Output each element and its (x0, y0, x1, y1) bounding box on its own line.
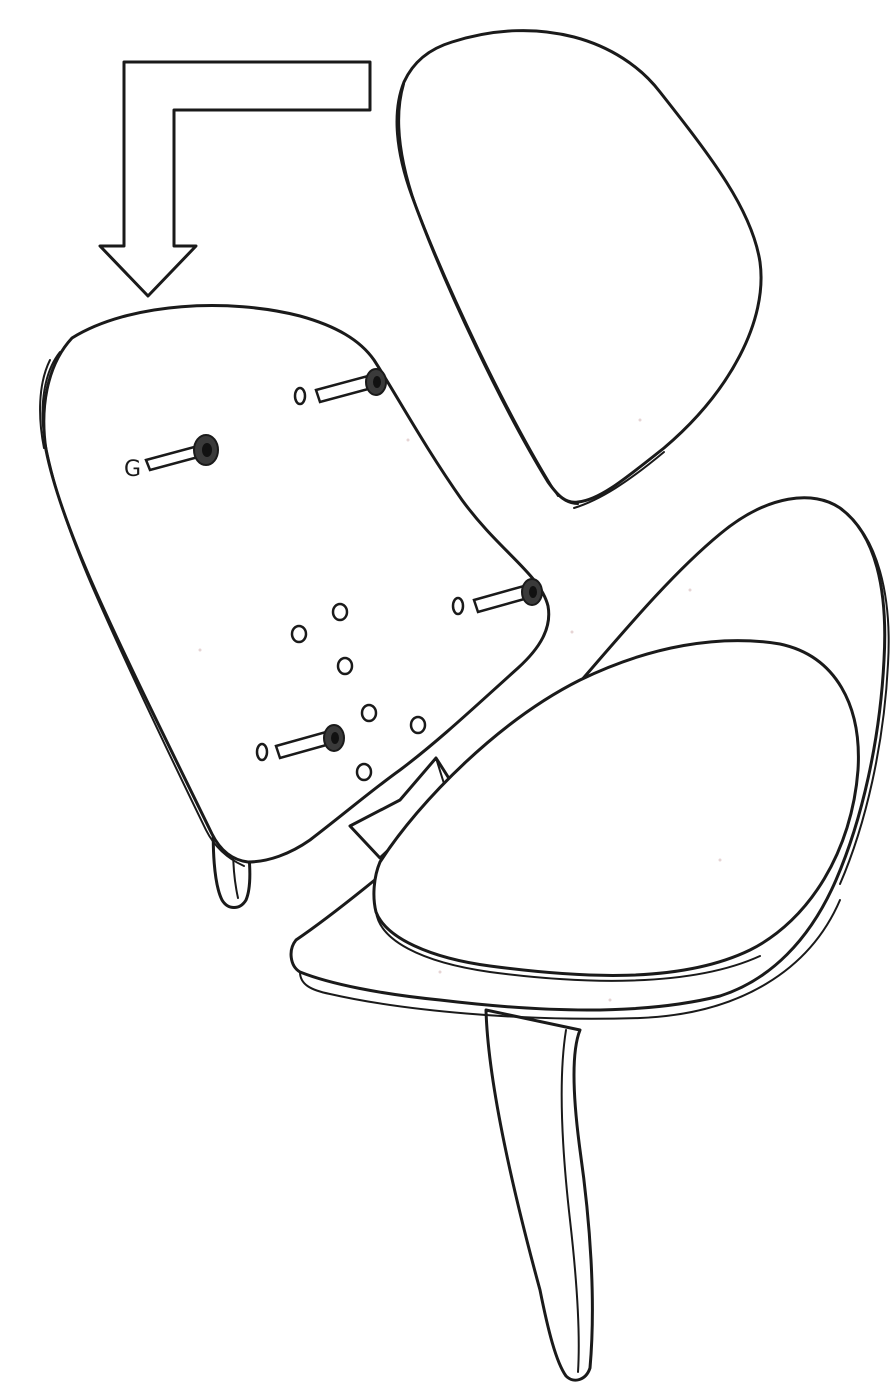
hole (338, 658, 352, 674)
assembly-arrow-icon (100, 62, 370, 296)
bolt-label: G (124, 457, 141, 482)
hole (357, 764, 371, 780)
back-cushion (397, 31, 761, 508)
hole (333, 604, 347, 620)
front-leg (486, 1010, 592, 1380)
hole (362, 705, 376, 721)
hole (292, 626, 306, 642)
hole (411, 717, 425, 733)
